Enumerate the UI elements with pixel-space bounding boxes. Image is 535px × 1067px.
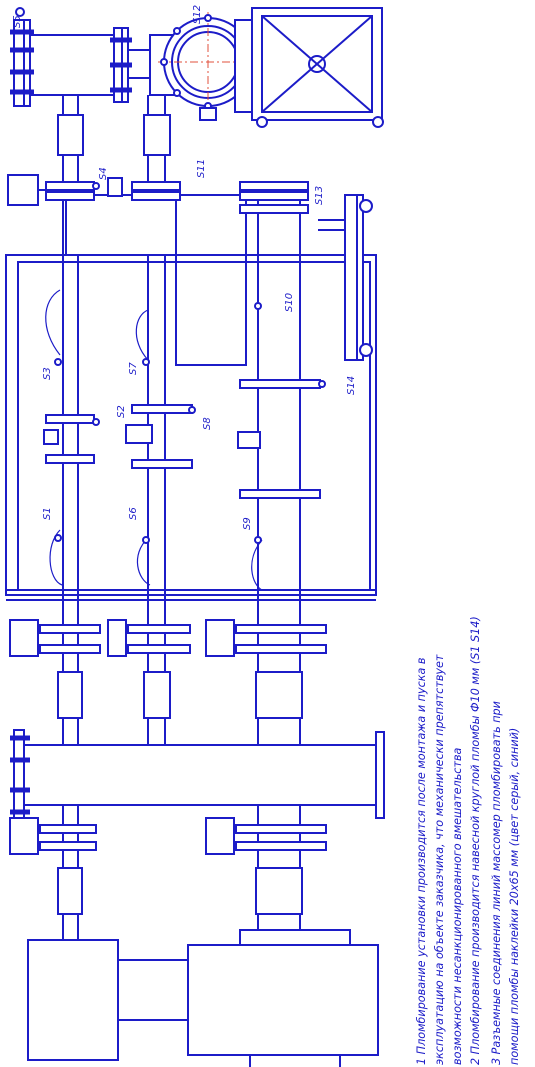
note-2: 2 Пломбирование производится навесной кр… (469, 616, 482, 1065)
seal-s7: S7 (128, 362, 139, 375)
seal-s11: S11 (196, 159, 207, 178)
upper-spools (57, 114, 171, 156)
seal-s5: S5 (12, 15, 23, 28)
seal-s10: S10 (284, 293, 295, 312)
seal-s12: S12 (192, 5, 203, 24)
seal-s1: S1 (42, 507, 53, 520)
top-manifold (17, 34, 181, 96)
lower-flanges (9, 619, 327, 657)
note-1-line-2: эксплуатацию на объекте заказчика, что м… (433, 654, 446, 1065)
seal-labels: S1 S2 S3 S4 S5 S6 S7 S8 S9 S10 S11 S12 S… (12, 5, 357, 530)
top-left-flange (10, 7, 34, 107)
filter-frame (234, 7, 384, 128)
note-1-line-1: 1 Пломбирование установки производится п… (415, 657, 428, 1065)
seal-s13: S13 (314, 186, 325, 205)
instrument-column (318, 194, 373, 361)
seal-s6: S6 (128, 507, 139, 520)
seal-s8: S8 (202, 417, 213, 430)
lower-spools (57, 671, 303, 719)
support-frame (5, 254, 377, 601)
notes-block: 1 Пломбирование установки производится п… (415, 616, 521, 1065)
seal-s14: S14 (346, 376, 357, 395)
seal-s4: S4 (98, 167, 109, 180)
pipe-line-right (257, 190, 301, 940)
note-3-line-2: помощи пломбы наклейки 20х65 мм (цвет се… (508, 728, 521, 1065)
top-middle-flange (110, 27, 132, 103)
note-3-line-1: 3 Разъемные соединения линий массомер пл… (490, 701, 503, 1065)
lower-manifold (10, 729, 385, 821)
seal-s3: S3 (42, 367, 53, 380)
seal-s2: S2 (116, 405, 127, 418)
bottom-flanges (9, 817, 327, 915)
note-1-line-3: возможности несанкционированного вмешате… (451, 747, 464, 1065)
seal-s9: S9 (242, 517, 253, 530)
seal-wires (45, 182, 326, 591)
pump-motor-assembly (27, 929, 379, 1067)
mid-flanges (43, 379, 321, 499)
upper-valve-block (7, 174, 247, 366)
